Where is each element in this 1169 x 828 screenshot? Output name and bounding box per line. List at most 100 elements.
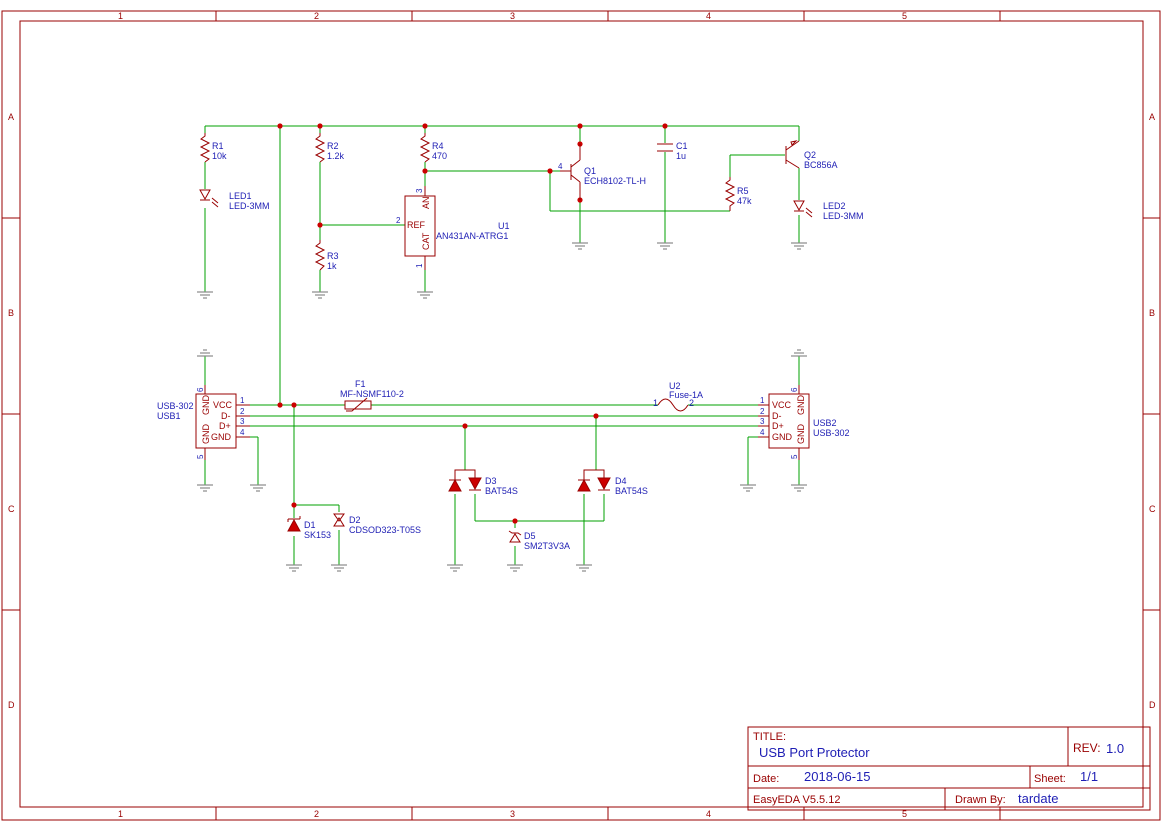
led1-ref: LED1	[229, 191, 252, 201]
transistor-q1[interactable]: 4 Q1 ECH8102-TL-H	[558, 144, 646, 200]
junction-dot	[277, 123, 283, 129]
junctions	[277, 123, 668, 524]
ground-icon	[197, 291, 213, 299]
ground-icon	[447, 564, 463, 572]
usb2-pin6-number: 6	[790, 387, 799, 392]
ground-icon	[740, 484, 756, 492]
col-label-bottom-2: 2	[314, 809, 319, 819]
u1-pin-cat: CAT	[421, 232, 431, 250]
usb1-pin-dminus: D-	[221, 411, 231, 421]
usb1-pin4-number: 4	[240, 428, 245, 437]
usb1-ref: USB1	[157, 411, 181, 421]
usb1-pin6-number: 6	[196, 387, 205, 392]
diode-pair-d3[interactable]: D3 BAT54S	[448, 469, 518, 496]
drawn-by-label: Drawn By:	[955, 794, 1006, 806]
usb2-pin5-number: 5	[790, 454, 799, 459]
row-label-right-c: C	[1149, 504, 1156, 514]
led2-value: LED-3MM	[823, 211, 864, 221]
u1-pin-ref: REF	[407, 220, 426, 230]
junction-dot	[593, 413, 599, 419]
capacitor-c1[interactable]: C1 1u	[657, 141, 688, 161]
d3-ref: D3	[485, 476, 497, 486]
row-label-right-a: A	[1149, 112, 1155, 122]
diode-d1[interactable]: D1 SK153	[287, 516, 331, 540]
usb1-pin-vcc: VCC	[213, 400, 233, 410]
fuse-u2[interactable]: U2 Fuse-1A 1 2	[653, 381, 703, 412]
resistor-r3[interactable]: R3 1k	[314, 240, 339, 271]
ground-icon	[286, 564, 302, 572]
col-label-top-5: 5	[902, 11, 907, 21]
led-led2[interactable]: LED2 LED-3MM	[793, 200, 864, 221]
ground-icon	[197, 349, 213, 357]
title-label: TITLE:	[753, 731, 786, 743]
u1-pin3-number: 3	[415, 188, 424, 193]
r3-ref: R3	[327, 251, 339, 261]
junction-dot	[277, 402, 283, 408]
sheet-value: 1/1	[1080, 769, 1098, 784]
junction-dot	[317, 222, 323, 228]
ground-icon	[417, 291, 433, 299]
usb-connector-usb1[interactable]: VCC D- D+ GND GND GND 1 2 3 4 5 6 USB-30…	[157, 385, 250, 460]
drawn-by-value: tardate	[1018, 791, 1058, 806]
d4-ref: D4	[615, 476, 627, 486]
d4-value: BAT54S	[615, 486, 648, 496]
d1-value: SK153	[304, 530, 331, 540]
usb2-value: USB-302	[813, 428, 850, 438]
resistor-r4[interactable]: R4 470	[419, 133, 447, 163]
led-led1[interactable]: LED1 LED-3MM	[199, 189, 270, 211]
usb1-gnd-top: GND	[201, 395, 211, 416]
resistor-r2[interactable]: R2 1.2k	[314, 133, 345, 163]
col-label-bottom-4: 4	[706, 809, 711, 819]
usb2-gnd-top: GND	[796, 395, 806, 416]
ground-icon	[791, 484, 807, 492]
d2-value: CDSOD323-T05S	[349, 525, 421, 535]
r5-ref: R5	[737, 186, 749, 196]
usb1-value: USB-302	[157, 401, 194, 411]
row-label-left-b: B	[8, 308, 14, 318]
resistor-r1[interactable]: R1 10k	[199, 133, 227, 163]
usb2-pin-vcc: VCC	[772, 400, 792, 410]
transistor-q2[interactable]: Q2 BC856A	[785, 140, 838, 170]
d5-ref: D5	[524, 531, 536, 541]
col-label-top-1: 1	[118, 11, 123, 21]
row-label-left-d: D	[8, 700, 15, 710]
f1-ref: F1	[355, 379, 366, 389]
wires	[204, 125, 800, 565]
ground-icon	[250, 484, 266, 492]
col-label-top-2: 2	[314, 11, 319, 21]
led1-value: LED-3MM	[229, 201, 270, 211]
u1-ref: U1	[498, 221, 510, 231]
ground-icon	[791, 242, 807, 250]
u2-ref: U2	[669, 381, 681, 391]
usb1-gnd-bottom: GND	[201, 424, 211, 445]
q1-value: ECH8102-TL-H	[584, 176, 646, 186]
usb2-ref: USB2	[813, 418, 837, 428]
junction-dot	[577, 123, 583, 129]
rev-label: REV:	[1073, 741, 1101, 755]
col-label-bottom-5: 5	[902, 809, 907, 819]
usb-connector-usb2[interactable]: VCC D- D+ GND GND GND 1 2 3 4 5 6 USB2 U…	[758, 385, 850, 460]
r3-value: 1k	[327, 261, 337, 271]
usb1-pin5-number: 5	[196, 454, 205, 459]
sheet-label: Sheet:	[1034, 773, 1066, 785]
r2-ref: R2	[327, 141, 339, 151]
junction-dot	[291, 502, 297, 508]
f1-value: MF-NSMF110-2	[340, 389, 404, 399]
junction-dot	[317, 123, 323, 129]
polyfuse-f1[interactable]: F1 MF-NSMF110-2	[340, 379, 404, 412]
u1-pin1-number: 1	[415, 263, 424, 268]
tvs-diode-d5[interactable]: D5 SM2T3V3A	[508, 530, 570, 551]
junction-dot	[512, 518, 518, 524]
resistor-r5[interactable]: R5 47k	[724, 177, 752, 211]
r1-ref: R1	[212, 141, 224, 151]
usb2-pin-gnd: GND	[772, 432, 793, 442]
junction-dot	[462, 423, 468, 429]
ground-icon	[791, 349, 807, 357]
software-label: EasyEDA V5.5.12	[753, 794, 840, 806]
ic-u1[interactable]: AN REF CAT 2 3 1 U1 AN431AN-ATRG1	[396, 186, 510, 270]
title-block: TITLE: USB Port Protector REV: 1.0 Date:…	[747, 726, 1151, 811]
r1-value: 10k	[212, 151, 227, 161]
diode-pair-d4[interactable]: D4 BAT54S	[577, 469, 648, 496]
tvs-diode-d2[interactable]: D2 CDSOD323-T05S	[333, 513, 421, 535]
usb1-pin1-number: 1	[240, 396, 245, 405]
